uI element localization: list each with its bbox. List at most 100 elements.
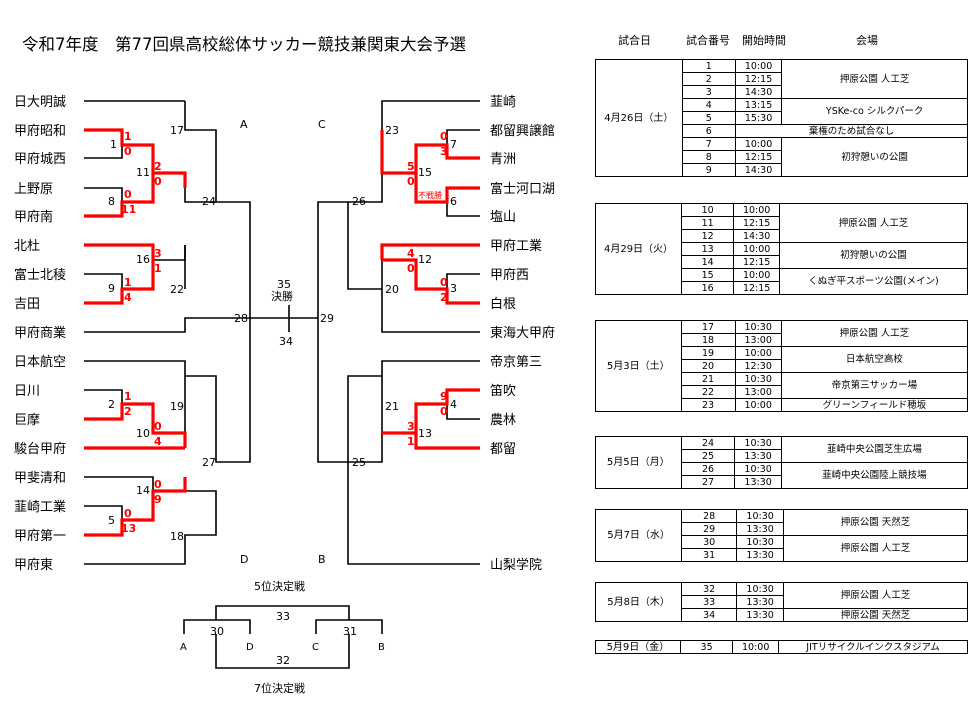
game-number-34: 34	[279, 335, 293, 348]
team-left-2: 甲府城西	[14, 152, 66, 167]
schedule-game-number: 14	[681, 255, 735, 269]
team-right-1: 都留興譲館	[490, 123, 555, 139]
schedule-game-number: 20	[680, 359, 736, 373]
team-left-6: 富士北稜	[14, 267, 66, 283]
team-right-3: 富士河口湖	[490, 181, 555, 197]
block-c: C	[318, 118, 326, 131]
schedule-game-number: 15	[681, 268, 735, 282]
line-g32	[215, 634, 350, 669]
schedule-game-number: 13	[681, 242, 735, 256]
game-number-2: 2	[108, 398, 115, 411]
schedule-game-number: 9	[681, 163, 736, 177]
score-g7-0: 0	[440, 130, 448, 143]
schedule-time: 12:15	[733, 255, 780, 269]
game-number-21: 21	[385, 400, 399, 413]
line-fujihokuryo	[84, 273, 123, 289]
schedule-time: 10:00	[734, 346, 782, 360]
schedule-venue: 押原公園 人工芝	[780, 320, 968, 347]
line-g24-28	[216, 201, 280, 319]
score-g15-1: 0	[407, 175, 415, 188]
block-b: B	[318, 553, 326, 566]
schedule-time: 10:30	[736, 509, 784, 523]
game-number-30: 30	[210, 625, 224, 638]
schedule-date: 5月7日（水）	[594, 509, 683, 562]
team-right-2: 青洲	[490, 152, 516, 167]
final-label: 決勝	[271, 289, 293, 303]
line-kofuminami	[84, 173, 155, 218]
schedule-time: 15:30	[734, 111, 783, 125]
team-right-0: 韮崎	[490, 95, 516, 110]
game-number-17: 17	[170, 124, 184, 137]
schedule-time: 12:15	[733, 216, 780, 230]
line-tsuru-kojokan	[446, 129, 480, 145]
team-right-5: 甲府工業	[490, 238, 542, 254]
schedule-header-date: 試合日	[618, 34, 651, 47]
line-kaiseiwa	[84, 476, 154, 491]
schedule-game-number: 32	[681, 582, 738, 596]
game-number-28: 28	[234, 312, 248, 325]
schedule-venue: 韮崎中央公園芝生広場	[780, 436, 968, 463]
schedule-date: 5月8日（木）	[594, 582, 683, 622]
schedule-venue: 押原公園 人工芝	[778, 203, 968, 243]
game-number-29: 29	[320, 312, 334, 325]
schedule-venue: グリーンフィールド穂坂	[780, 398, 968, 412]
game-number-7: 7	[450, 138, 457, 151]
score-g12-0: 4	[407, 247, 415, 260]
schedule-time: 10:00	[733, 242, 780, 256]
schedule-time: 10:30	[734, 462, 782, 476]
score-g1-1: 0	[124, 145, 132, 158]
schedule-game-number: 5	[681, 111, 736, 125]
placement-c: C	[312, 642, 319, 653]
line-seishu	[380, 130, 480, 175]
schedule-venue: 日本航空高校	[780, 346, 968, 373]
line-kofushogyo	[84, 317, 250, 333]
schedule-time: 10:00	[733, 203, 780, 217]
block-a: A	[240, 118, 248, 131]
schedule-time: 13:30	[736, 595, 784, 609]
game-number-11: 11	[136, 166, 150, 179]
line-g33	[215, 605, 350, 620]
score-g8-1: 11	[121, 203, 136, 216]
schedule-time: 13:00	[734, 333, 782, 347]
schedule-time: 13:30	[736, 608, 784, 622]
schedule-venue: 押原公園 人工芝	[783, 582, 968, 609]
schedule-venue: 初狩憩いの公園	[778, 242, 968, 269]
score-g5-1: 13	[121, 522, 136, 535]
schedule-venue: 押原公園 人工芝	[783, 535, 968, 562]
tournament-bracket: 令和7年度 第77回県高校総体サッカー競技兼関東大会予選 日大明誠甲府昭和甲府城…	[14, 35, 555, 695]
schedule-game-number: 1	[681, 59, 736, 73]
score-g2-0: 1	[124, 390, 132, 403]
team-left-15: 甲府第一	[14, 529, 66, 544]
line-tsuru	[414, 433, 480, 450]
schedule-game-number: 2	[681, 72, 736, 86]
schedule-game-number: 34	[681, 608, 738, 622]
schedule-time: 12:30	[734, 359, 782, 373]
schedule-game-number: 29	[681, 522, 738, 536]
team-left-13: 甲斐清和	[14, 471, 66, 486]
line-kofukogyo	[380, 243, 480, 260]
line-fuefuki	[382, 388, 480, 435]
schedule-time: 12:15	[733, 281, 780, 295]
schedule-game-number: 30	[681, 535, 738, 549]
score-g15-0: 5	[407, 160, 415, 173]
schedule-time: 14:30	[734, 85, 783, 99]
game-number-23: 23	[385, 124, 399, 137]
score-g11-0: 2	[154, 160, 162, 173]
game-number-22: 22	[170, 283, 184, 296]
score-g10-1: 4	[154, 435, 162, 448]
schedule-game-number: 31	[681, 548, 738, 562]
line-g29-25	[317, 318, 382, 463]
team-left-10: 日川	[14, 384, 40, 399]
score-g5-0: 0	[124, 507, 132, 520]
game-number-9: 9	[108, 282, 115, 295]
final-number: 35	[277, 278, 291, 291]
line-g21	[348, 433, 383, 463]
schedule-header-game: 試合番号	[686, 34, 730, 47]
schedule-time: 13:00	[734, 385, 782, 399]
schedule-time: 10:00	[734, 137, 783, 151]
line-shirane	[382, 258, 480, 305]
game-number-4: 4	[450, 398, 457, 411]
line-enzan	[446, 202, 480, 217]
